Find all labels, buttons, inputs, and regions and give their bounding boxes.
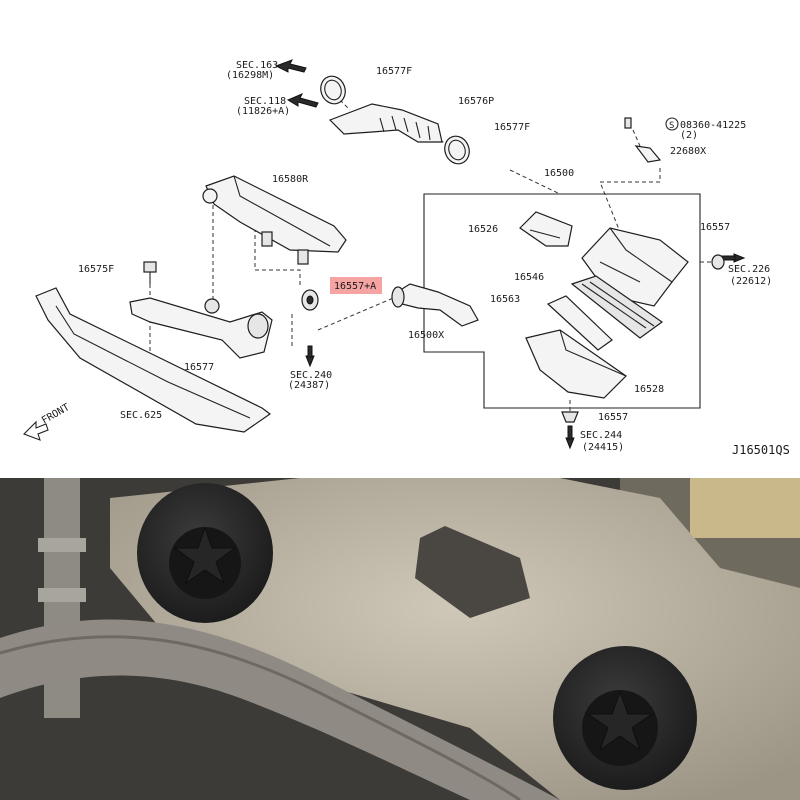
clamp-16577f-top <box>320 75 346 105</box>
s-circle-icon <box>665 117 679 131</box>
part-16526 <box>519 211 573 247</box>
label-16500: 16500 <box>544 168 574 179</box>
label-16557a: 16557+A <box>334 281 376 292</box>
bolt-16575f <box>143 261 157 273</box>
label-sec226: SEC.226 <box>728 264 770 275</box>
label-16575f: 16575F <box>78 264 114 275</box>
label-16557-right: 16557 <box>700 222 730 233</box>
assembly-outline <box>423 193 701 409</box>
filter-16546 <box>570 275 664 339</box>
photo-illustration <box>0 478 800 800</box>
grommet-16557-right <box>711 254 725 270</box>
grommet-16557-bottom <box>561 411 579 423</box>
label-16528: 16528 <box>634 384 664 395</box>
bracket-16577 <box>129 297 273 359</box>
label-sec163: SEC.163 <box>236 60 278 71</box>
label-16526: 16526 <box>468 224 498 235</box>
label-16577f-mid: 16577F <box>494 122 530 133</box>
label-16563: 16563 <box>490 294 520 305</box>
duct-16500x <box>393 283 479 327</box>
label-sec163-ref: (16298M) <box>226 70 274 81</box>
label-sec240-ref: (24387) <box>288 380 330 391</box>
label-sec244: SEC.244 <box>580 430 622 441</box>
s-circle-letter: S <box>669 121 674 131</box>
diagram-code: J16501QS <box>732 443 790 457</box>
sensor-22680x <box>634 145 662 163</box>
resonator-16580r <box>205 175 347 253</box>
label-sec625: SEC.625 <box>120 410 162 421</box>
label-sec226-ref: (22612) <box>730 276 772 287</box>
corrugated-hose <box>0 619 560 800</box>
label-sec118-ref: (11826+A) <box>236 106 290 117</box>
label-sec244-ref: (24415) <box>582 442 624 453</box>
label-08360-qty: (2) <box>680 130 698 141</box>
label-16546: 16546 <box>514 272 544 283</box>
label-16500x: 16500X <box>408 330 444 341</box>
label-16580r: 16580R <box>272 174 309 185</box>
engine-bay-photo <box>0 478 800 800</box>
label-16577f-top: 16577F <box>376 66 412 77</box>
front-arrow-icon <box>23 420 49 441</box>
highlight-16557a <box>330 277 382 294</box>
label-16557-bottom: 16557 <box>598 412 628 423</box>
part-16563 <box>546 295 613 351</box>
duct-16576p <box>328 103 443 143</box>
bracket-slot <box>415 526 530 618</box>
screw-08360 <box>624 117 632 129</box>
label-sec240: SEC.240 <box>290 370 332 381</box>
exploded-view: 16577F 16576P 16577F 08360-41225 (2) S 2… <box>23 59 790 457</box>
parts-diagram: 16577F 16576P 16577F 08360-41225 (2) S 2… <box>23 59 790 457</box>
label-08360: 08360-41225 <box>680 120 746 131</box>
radiator-core-support <box>35 287 272 433</box>
clamp-16577f-mid <box>444 135 470 165</box>
label-16576p: 16576P <box>458 96 494 107</box>
label-22680x: 22680X <box>670 146 706 157</box>
label-16577: 16577 <box>184 362 214 373</box>
label-front: FRONT <box>40 402 72 427</box>
label-sec118: SEC.118 <box>244 96 286 107</box>
